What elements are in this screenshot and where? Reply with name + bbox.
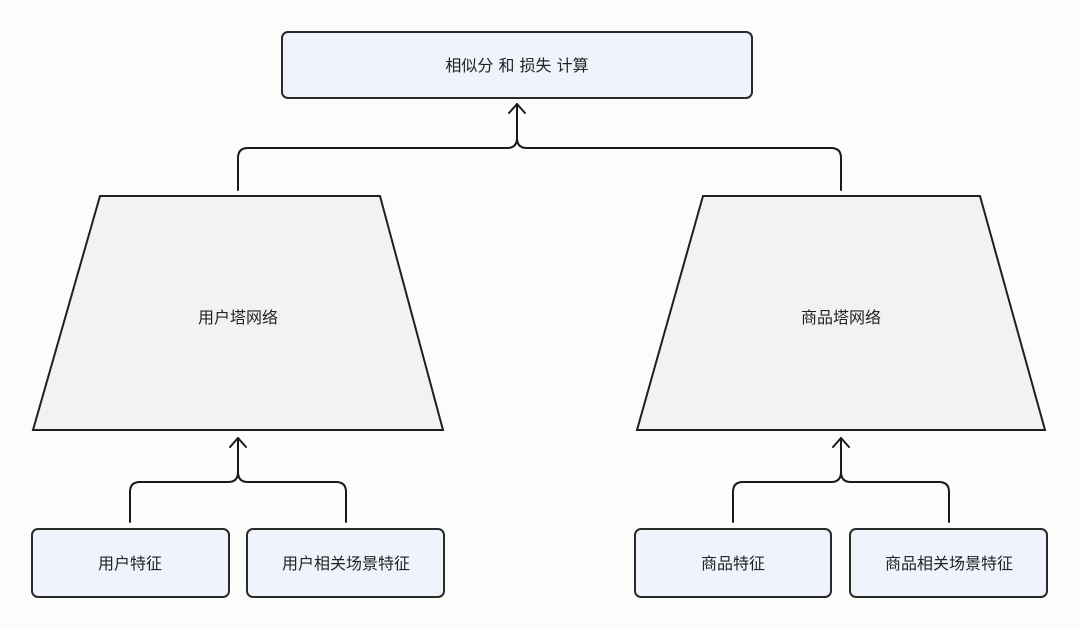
item-scene-features-box (849, 528, 1048, 598)
user-scene-features-label: 用户相关场景特征 (282, 554, 410, 573)
user-tower-node: 用户塔网络 (31, 195, 445, 431)
item-tower-shape (635, 195, 1047, 431)
item-features-line (732, 437, 842, 523)
user-tower-label: 用户塔网络 (198, 308, 278, 327)
item-scene-features-node: 商品相关场景特征 (849, 528, 1048, 598)
user-tower-shape (31, 195, 445, 431)
item-scene-features-line (840, 471, 950, 523)
tower-merge-connector (237, 103, 842, 191)
item-tower-node: 商品塔网络 (635, 195, 1047, 431)
item-features-box (634, 528, 832, 598)
item-tower-label: 商品塔网络 (801, 308, 881, 327)
arrow-up-icon (229, 437, 247, 448)
arrow-up-icon (508, 103, 526, 114)
item-features-node: 商品特征 (634, 528, 832, 598)
user-tower-to-top-line (237, 103, 518, 191)
user-features-node: 用户特征 (31, 528, 230, 598)
user-inputs-connector (129, 437, 347, 523)
item-inputs-connector (732, 437, 950, 523)
arrow-up-icon (832, 437, 850, 448)
user-features-label: 用户特征 (98, 554, 162, 573)
user-features-line (129, 437, 239, 523)
item-scene-features-label: 商品相关场景特征 (885, 554, 1013, 573)
user-features-box (31, 528, 230, 598)
user-scene-features-node: 用户相关场景特征 (246, 528, 445, 598)
similarity-loss-label: 相似分 和 损失 计算 (445, 56, 588, 75)
user-scene-features-line (237, 471, 347, 523)
item-features-label: 商品特征 (701, 554, 765, 573)
similarity-loss-node: 相似分 和 损失 计算 (281, 31, 753, 99)
user-scene-features-box (246, 528, 445, 598)
similarity-loss-box (281, 31, 753, 99)
item-tower-to-top-line (516, 137, 842, 191)
